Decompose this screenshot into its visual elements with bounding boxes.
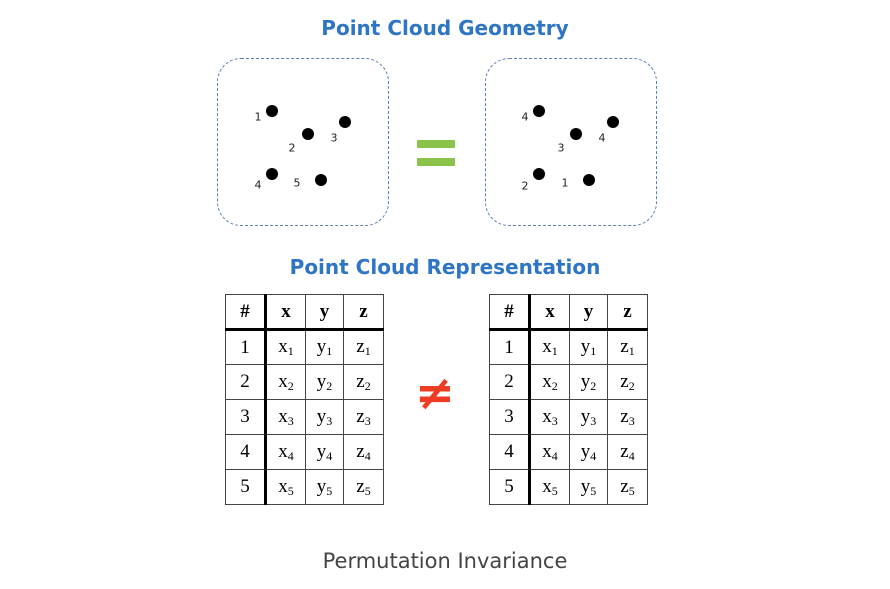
point bbox=[533, 105, 545, 117]
cell-x: x1 bbox=[529, 329, 570, 365]
representation-title: Point Cloud Representation bbox=[289, 255, 601, 279]
point-table-right: # x y z 1 x1 y1 z1 2 x2 y2 z2 3 x3 y3 z3… bbox=[489, 294, 648, 505]
table-row: 5 x5 y5 z5 bbox=[489, 469, 648, 505]
table-row: 2 x2 y2 z2 bbox=[225, 364, 384, 400]
point-label: 1 bbox=[254, 110, 262, 124]
cell-y: y1 bbox=[305, 329, 344, 365]
point bbox=[583, 174, 595, 186]
cell-x: x4 bbox=[265, 434, 306, 470]
point bbox=[266, 105, 278, 117]
header-x: x bbox=[265, 294, 306, 331]
cell-y: y5 bbox=[305, 469, 344, 505]
header-z: z bbox=[343, 294, 384, 331]
point-label: 4 bbox=[598, 131, 606, 145]
cell-x: x2 bbox=[529, 364, 570, 400]
equal-sign bbox=[417, 140, 455, 168]
cell-z: z2 bbox=[607, 364, 648, 400]
cell-x: x2 bbox=[265, 364, 306, 400]
point-label: 5 bbox=[293, 176, 301, 190]
cell-z: z1 bbox=[607, 329, 648, 365]
table-row: 1 x1 y1 z1 bbox=[225, 329, 384, 365]
point-label: 2 bbox=[521, 179, 529, 193]
header-index: # bbox=[489, 294, 531, 331]
cell-z: z1 bbox=[343, 329, 384, 365]
cell-z: z3 bbox=[343, 399, 384, 435]
cell-y: y3 bbox=[305, 399, 344, 435]
point-label: 3 bbox=[330, 131, 338, 145]
cell-z: z2 bbox=[343, 364, 384, 400]
cell-z: z3 bbox=[607, 399, 648, 435]
cell-x: x5 bbox=[265, 469, 306, 505]
point bbox=[315, 174, 327, 186]
point-label: 3 bbox=[557, 141, 565, 155]
point-label: 1 bbox=[561, 176, 569, 190]
header-y: y bbox=[305, 294, 344, 331]
point bbox=[533, 168, 545, 180]
point bbox=[570, 128, 582, 140]
point-cloud-right: 4 3 4 2 1 bbox=[485, 58, 657, 226]
header-y: y bbox=[569, 294, 608, 331]
cell-x: x3 bbox=[529, 399, 570, 435]
cell-z: z4 bbox=[343, 434, 384, 470]
header-index: # bbox=[225, 294, 267, 331]
cell-x: x4 bbox=[529, 434, 570, 470]
row-index: 2 bbox=[489, 364, 531, 400]
row-index: 4 bbox=[225, 434, 267, 470]
row-index: 3 bbox=[225, 399, 267, 435]
not-equal-sign: ≠ bbox=[414, 365, 456, 421]
cell-z: z5 bbox=[607, 469, 648, 505]
cell-x: x3 bbox=[265, 399, 306, 435]
point bbox=[607, 116, 619, 128]
cell-x: x5 bbox=[529, 469, 570, 505]
cell-y: y2 bbox=[569, 364, 608, 400]
cell-y: y4 bbox=[305, 434, 344, 470]
header-x: x bbox=[529, 294, 570, 331]
point-label: 4 bbox=[521, 110, 529, 124]
point bbox=[339, 116, 351, 128]
header-z: z bbox=[607, 294, 648, 331]
cell-y: y2 bbox=[305, 364, 344, 400]
cell-z: z4 bbox=[607, 434, 648, 470]
row-index: 5 bbox=[225, 469, 267, 505]
cell-x: x1 bbox=[265, 329, 306, 365]
table-row: 2 x2 y2 z2 bbox=[489, 364, 648, 400]
table-row: 4 x4 y4 z4 bbox=[225, 434, 384, 470]
point bbox=[302, 128, 314, 140]
cell-z: z5 bbox=[343, 469, 384, 505]
row-index: 1 bbox=[225, 329, 267, 365]
figure-caption: Permutation Invariance bbox=[322, 549, 568, 573]
cell-y: y1 bbox=[569, 329, 608, 365]
row-index: 4 bbox=[489, 434, 531, 470]
table-row: 4 x4 y4 z4 bbox=[489, 434, 648, 470]
geometry-title: Point Cloud Geometry bbox=[321, 16, 569, 40]
point bbox=[266, 168, 278, 180]
point-cloud-left: 1 2 3 4 5 bbox=[217, 58, 389, 226]
cell-y: y4 bbox=[569, 434, 608, 470]
table-row: 3 x3 y3 z3 bbox=[225, 399, 384, 435]
point-table-left: # x y z 1 x1 y1 z1 2 x2 y2 z2 3 x3 y3 z3… bbox=[225, 294, 384, 505]
row-index: 5 bbox=[489, 469, 531, 505]
point-label: 4 bbox=[254, 178, 262, 192]
cell-y: y5 bbox=[569, 469, 608, 505]
row-index: 2 bbox=[225, 364, 267, 400]
point-label: 2 bbox=[288, 141, 296, 155]
table-row: 3 x3 y3 z3 bbox=[489, 399, 648, 435]
row-index: 3 bbox=[489, 399, 531, 435]
table-row: 5 x5 y5 z5 bbox=[225, 469, 384, 505]
cell-y: y3 bbox=[569, 399, 608, 435]
row-index: 1 bbox=[489, 329, 531, 365]
table-row: 1 x1 y1 z1 bbox=[489, 329, 648, 365]
